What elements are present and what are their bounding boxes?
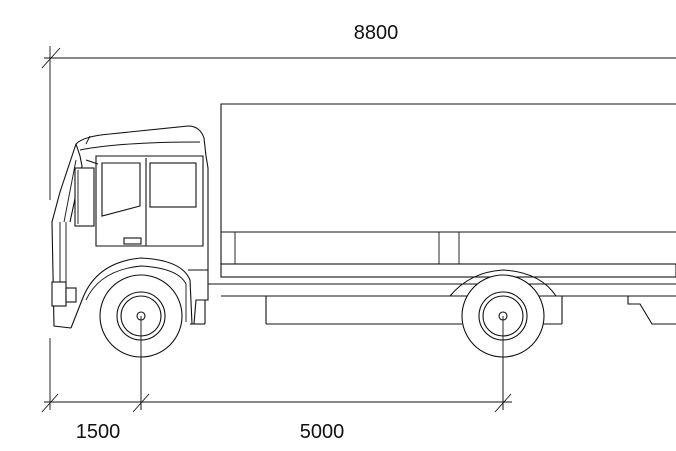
dimension-label-wheelbase: 5000: [300, 421, 345, 443]
dimension-overall-length: 8800: [41, 22, 676, 200]
cargo-box: [220, 103, 676, 265]
chassis-frame: [190, 263, 676, 325]
rear-fender: [449, 269, 557, 297]
dimension-label-front-overhang: 1500: [76, 421, 121, 443]
dimension-label-overall-length: 8800: [354, 22, 399, 44]
rear-bumper-bracket: [627, 296, 676, 325]
cab: [51, 125, 209, 329]
